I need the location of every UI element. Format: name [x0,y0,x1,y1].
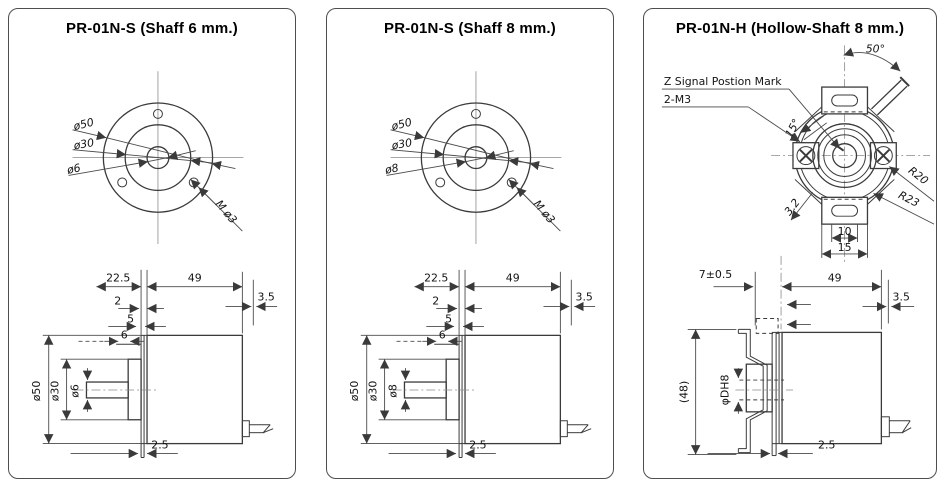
panel-title: PR-01N-S (Shaff 8 mm.) [384,20,556,37]
side-view: 7±0.5 49 3.5 (48) φDH8 [678,255,915,459]
dim-label-body-length: 49 [506,272,520,285]
panel-title: PR-01N-S (Shaff 6 mm.) [66,20,238,37]
encoder-drawing-8mm: ø50 ø30 ø8 M ø3 22.5 49 3.5 2 5 6 ø50 ø3… [348,9,613,478]
side-view: 22.5 49 3.5 2 5 6 ø50 ø30 ø8 2.5 [348,270,595,458]
dim-label-tab-thickness: 3.2 [782,196,803,218]
dim-label-overall-height: (48) [678,381,691,403]
z-signal-label: Z Signal Postion Mark [664,75,782,88]
right-screw [869,142,897,170]
dim-label-cable-angle: 50° [866,42,885,55]
dim-label-step-a: 2 [114,295,121,308]
panel-pr01ns-6mm: PR-01N-S (Shaff 6 mm.) ø50 ø30 ø6 M ø3 2… [8,8,296,479]
dim-label-mount-length: 22.5 [106,272,130,285]
dim-label-plate-thickness: 2.5 [818,439,835,452]
left-screw [792,142,820,170]
dim-label-shaft-length: 6 [439,328,446,341]
encoder-drawing-hollow: 50° 15° Z Signal Postion Mark 2-M3 R20 R… [661,42,935,459]
dim-label-slot-width: 10 [838,225,852,238]
dim-label-step-b: 5 [127,312,134,325]
panel-pr01ns-8mm: PR-01N-S (Shaff 8 mm.) ø50 ø30 ø8 M ø3 2… [326,8,614,479]
dim-label-mount-length: 22.5 [424,272,448,285]
dim-label-tab-width: 15 [838,241,852,254]
dim-label-body-length: 49 [828,272,842,285]
dim-label-step-b: 5 [445,312,452,325]
cable [870,76,910,116]
dim-label-shaft-length: 6 [121,328,128,341]
dim-label-outer-diameter-side: ø50 [348,381,361,402]
encoder-drawing-6mm: ø50 ø30 ø6 M ø3 22.5 49 3.5 2 5 6 ø50 ø3… [30,9,295,478]
dim-label-cable-boss: 3.5 [258,291,275,304]
dim-label-bore: φDH8 [718,375,731,406]
dim-label-cable-boss: 3.5 [893,291,910,304]
dim-label-plate-thickness: 2.5 [469,439,486,452]
panel-pr01nh-hollow-8mm: PR-01N-H (Hollow-Shaft 8 mm.) [643,8,937,479]
dim-label-outer-diameter: ø50 [389,116,413,134]
dim-label-hub-diameter-side: ø30 [367,381,380,402]
dim-label-shaft-diameter: ø6 [65,161,82,177]
dim-label-screw-thread: M ø3 [531,198,558,227]
dim-label-mount-depth: 7±0.5 [699,268,732,281]
front-view: ø50 ø30 ø6 M ø3 [65,71,244,244]
dim-label-cable-boss: 3.5 [576,291,593,304]
dim-label-outer-diameter-side: ø50 [30,381,43,402]
dim-label-mid-diameter: ø30 [72,136,96,153]
dim-label-radius-outer: R20 [906,164,931,187]
dim-label-plate-thickness: 2.5 [151,439,168,452]
dim-label-shaft-diameter-side: ø8 [387,384,400,398]
side-view: 22.5 49 3.5 2 5 6 ø50 ø30 ø6 2.5 [30,270,277,458]
front-view: ø50 ø30 ø8 M ø3 [383,71,562,244]
dim-label-step-a: 2 [432,295,439,308]
dim-label-screw-thread: M ø3 [213,198,240,227]
dim-label-screw-angle: 15° [783,117,804,140]
dim-label-outer-diameter: ø50 [71,116,95,134]
dim-label-shaft-diameter: ø8 [383,161,400,177]
panel-title: PR-01N-H (Hollow-Shaft 8 mm.) [675,20,905,37]
dim-label-mid-diameter: ø30 [390,136,414,153]
dim-label-body-length: 49 [188,272,202,285]
dim-label-hub-diameter-side: ø30 [49,381,62,402]
dim-label-shaft-diameter-side: ø6 [69,384,82,398]
screw-count-label: 2-M3 [664,93,691,106]
front-view: 50° 15° Z Signal Postion Mark 2-M3 R20 R… [661,42,935,264]
